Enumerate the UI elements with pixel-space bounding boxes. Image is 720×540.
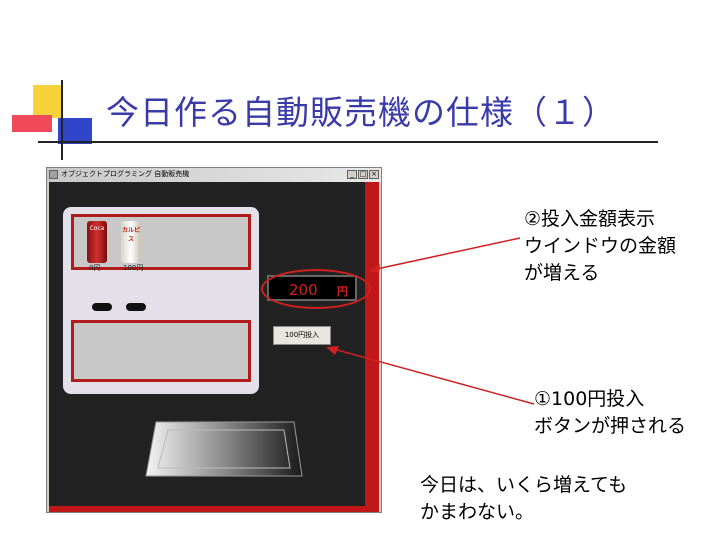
product-can-cola[interactable]: Coca bbox=[87, 221, 107, 263]
decor-red-bar bbox=[12, 115, 52, 132]
decor-horizontal-line bbox=[38, 141, 658, 143]
maximize-button[interactable]: □ bbox=[358, 170, 368, 179]
callout-line: ②投入金額表示 bbox=[524, 208, 656, 230]
dispenser-tray[interactable] bbox=[144, 420, 304, 478]
window-title: オブジェクトプログラミング 自動販売機 bbox=[61, 170, 190, 178]
callout-line: 今日は、いくら増えても bbox=[420, 474, 628, 496]
callout-line: が増える bbox=[524, 262, 600, 284]
product-display: Coca カルピス 0円 100円 bbox=[71, 214, 251, 272]
machine-front-panel: Coca カルピス 0円 100円 bbox=[63, 207, 259, 394]
insert-100yen-button[interactable]: 100円投入 bbox=[273, 326, 331, 345]
callout-line: ウインドウの金額 bbox=[524, 235, 677, 257]
decor-vertical-line bbox=[61, 80, 63, 160]
minimize-button[interactable]: _ bbox=[347, 170, 357, 179]
machine-canvas: Coca カルピス 0円 100円 200 円 100円投入 bbox=[49, 182, 379, 512]
app-window: オブジェクトプログラミング 自動販売機 _ □ × Coca カルピス 0円 1… bbox=[46, 167, 382, 513]
callout-line: ①100円投入 bbox=[534, 388, 645, 410]
output-area bbox=[71, 320, 251, 382]
select-button-calpis[interactable] bbox=[126, 303, 146, 311]
product-price-calpis: 100円 bbox=[123, 264, 144, 272]
callout-line: かまわない。 bbox=[420, 501, 535, 523]
machine-side-bar bbox=[365, 182, 379, 512]
decor-yellow-square bbox=[33, 85, 63, 118]
decor-blue-square bbox=[58, 118, 92, 144]
can-label-cola: Coca bbox=[89, 225, 105, 232]
amount-highlight-ellipse bbox=[261, 269, 371, 309]
callout-amount-display: ②投入金額表示 ウインドウの金額 が増える bbox=[524, 206, 676, 287]
can-label-calpis: カルピス bbox=[122, 227, 141, 243]
callout-line: ボタンが押される bbox=[534, 415, 687, 437]
app-icon bbox=[49, 170, 58, 179]
close-button[interactable]: × bbox=[369, 170, 379, 179]
product-can-calpis[interactable]: カルピス bbox=[121, 221, 141, 263]
callout-note: 今日は、いくら増えても かまわない。 bbox=[420, 472, 627, 526]
product-price-cola: 0円 bbox=[89, 264, 101, 272]
window-titlebar[interactable]: オブジェクトプログラミング 自動販売機 _ □ × bbox=[47, 168, 381, 182]
select-button-cola[interactable] bbox=[92, 303, 112, 311]
callout-insert-button: ①100円投入 ボタンが押される bbox=[534, 386, 686, 440]
slide-title: 今日作る自動販売機の仕様（１） bbox=[106, 93, 616, 132]
